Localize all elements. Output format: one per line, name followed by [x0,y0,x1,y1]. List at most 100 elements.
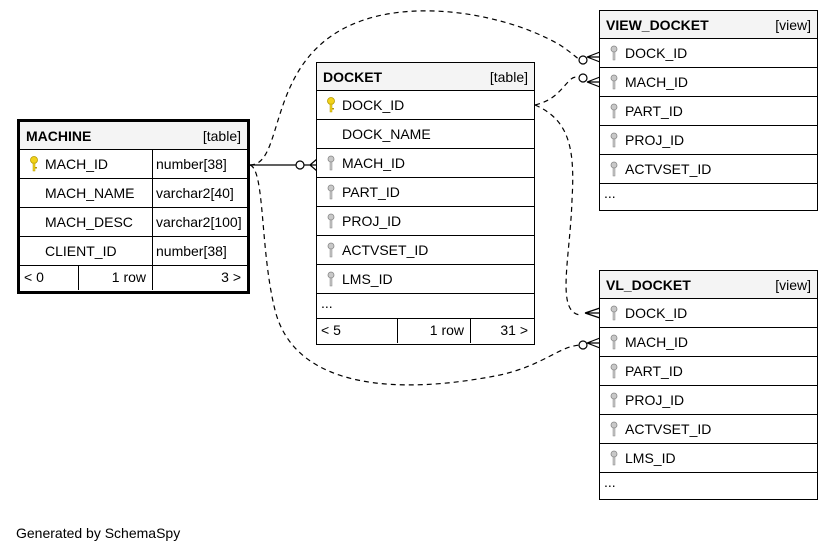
column-row[interactable]: PROJ_ID [600,386,817,415]
foreign-key-icon [610,421,618,437]
more-columns[interactable]: ... [604,474,616,490]
row-count: 1 row [79,266,153,290]
column-name: MACH_DESC [45,214,133,230]
table-view-docket[interactable]: VIEW_DOCKET [view] DOCK_ID MACH_ID PART_… [599,10,818,211]
column-row[interactable]: PART_ID [600,357,817,386]
rel-machine-view-docket [249,10,583,166]
crowfoot-marker [304,158,318,172]
column-row[interactable]: MACH_ID [600,68,817,97]
column-row[interactable]: PROJ_ID [600,126,817,155]
foreign-key-icon [327,184,335,200]
column-name: MACH_ID [625,74,689,90]
rel-docket-vl-docket [534,104,583,316]
column-name: LMS_ID [625,450,676,466]
table-machine[interactable]: MACHINE [table] MACH_ID number[38] MACH_… [17,119,250,294]
column-type: varchar2[40] [152,179,247,207]
foreign-key-icon [327,213,335,229]
table-header: DOCKET [table] [317,63,534,91]
table-name: VL_DOCKET [606,277,691,293]
column-row[interactable]: DOCK_ID [600,299,817,328]
foreign-key-icon [327,271,335,287]
column-row[interactable]: DOCK_ID [317,91,534,120]
optional-marker [578,73,588,83]
column-name: MACH_ID [342,155,406,171]
foreign-key-icon [610,450,618,466]
table-name: DOCKET [323,69,383,85]
foreign-key-icon [610,363,618,379]
column-row[interactable]: LMS_ID [317,265,534,294]
table-vl-docket[interactable]: VL_DOCKET [view] DOCK_ID MACH_ID PART_ID… [599,270,818,500]
column-row[interactable]: MACH_NAME varchar2[40] [20,179,247,208]
rel-docket-view-docket [534,76,583,106]
column-name: ACTVSET_ID [625,421,712,437]
column-row[interactable]: ACTVSET_ID [600,155,817,184]
optional-marker [578,55,588,65]
column-name: ACTVSET_ID [342,242,429,258]
foreign-key-icon [610,334,618,350]
column-name: PART_ID [342,184,400,200]
table-name: MACHINE [26,128,92,144]
column-row[interactable]: PROJ_ID [317,207,534,236]
column-row[interactable]: MACH_ID [600,328,817,357]
children-count[interactable]: 31 > [500,322,528,338]
column-name: CLIENT_ID [45,243,117,259]
table-name: VIEW_DOCKET [606,17,709,33]
crowfoot-marker [586,51,601,63]
primary-key-icon [30,156,38,172]
optional-marker [578,340,588,350]
column-name: MACH_NAME [45,185,135,201]
column-row[interactable]: PART_ID [317,178,534,207]
column-name: DOCK_ID [342,97,405,113]
foreign-key-icon [327,155,335,171]
column-name: PART_ID [625,103,683,119]
crowfoot-markers [295,51,601,350]
column-type: number[38] [152,150,247,178]
table-footer: < 0 1 row 3 > [20,266,247,290]
column-name: LMS_ID [342,271,393,287]
column-row[interactable]: DOCK_ID [600,39,817,68]
column-name: PART_ID [625,363,683,379]
column-row[interactable]: LMS_ID [600,444,817,473]
more-columns[interactable]: ... [604,185,616,201]
column-name: DOCK_NAME [342,126,431,142]
foreign-key-icon [610,161,618,177]
column-type: number[38] [152,237,247,265]
column-type: varchar2[100] [152,208,247,236]
primary-key-icon [327,97,335,113]
column-row[interactable]: DOCK_NAME [317,120,534,149]
table-docket[interactable]: DOCKET [table] DOCK_ID DOCK_NAME MACH_ID… [316,62,535,345]
row-count: 1 row [398,319,471,343]
crowfoot-marker [584,307,601,319]
children-count[interactable]: 3 > [221,269,241,285]
column-name: MACH_ID [625,334,689,350]
column-row[interactable]: MACH_ID [317,149,534,178]
column-row[interactable]: ACTVSET_ID [600,415,817,444]
table-header: VL_DOCKET [view] [600,271,817,299]
table-footer: < 5 1 row 31 > [317,319,534,343]
column-row[interactable]: MACH_ID number[38] [20,150,247,179]
column-name: DOCK_ID [625,305,688,321]
rel-machine-vl-docket [249,164,583,386]
column-row[interactable]: MACH_DESC varchar2[100] [20,208,247,237]
column-row[interactable]: CLIENT_ID number[38] [20,237,247,266]
crowfoot-marker [586,76,601,88]
parents-count[interactable]: < 0 [20,266,79,290]
foreign-key-icon [610,103,618,119]
more-columns[interactable]: ... [317,294,534,319]
foreign-key-icon [610,132,618,148]
column-name: PROJ_ID [625,132,685,148]
table-header: MACHINE [table] [20,122,247,150]
column-name: PROJ_ID [625,392,685,408]
foreign-key-icon [327,242,335,258]
foreign-key-icon [610,305,618,321]
crowfoot-marker [586,337,601,349]
column-row[interactable]: PART_ID [600,97,817,126]
column-row[interactable]: ACTVSET_ID [317,236,534,265]
foreign-key-icon [610,74,618,90]
foreign-key-icon [610,45,618,61]
table-header: VIEW_DOCKET [view] [600,11,817,39]
optional-marker [295,160,305,170]
parents-count[interactable]: < 5 [317,319,398,343]
column-name: MACH_ID [45,156,109,172]
